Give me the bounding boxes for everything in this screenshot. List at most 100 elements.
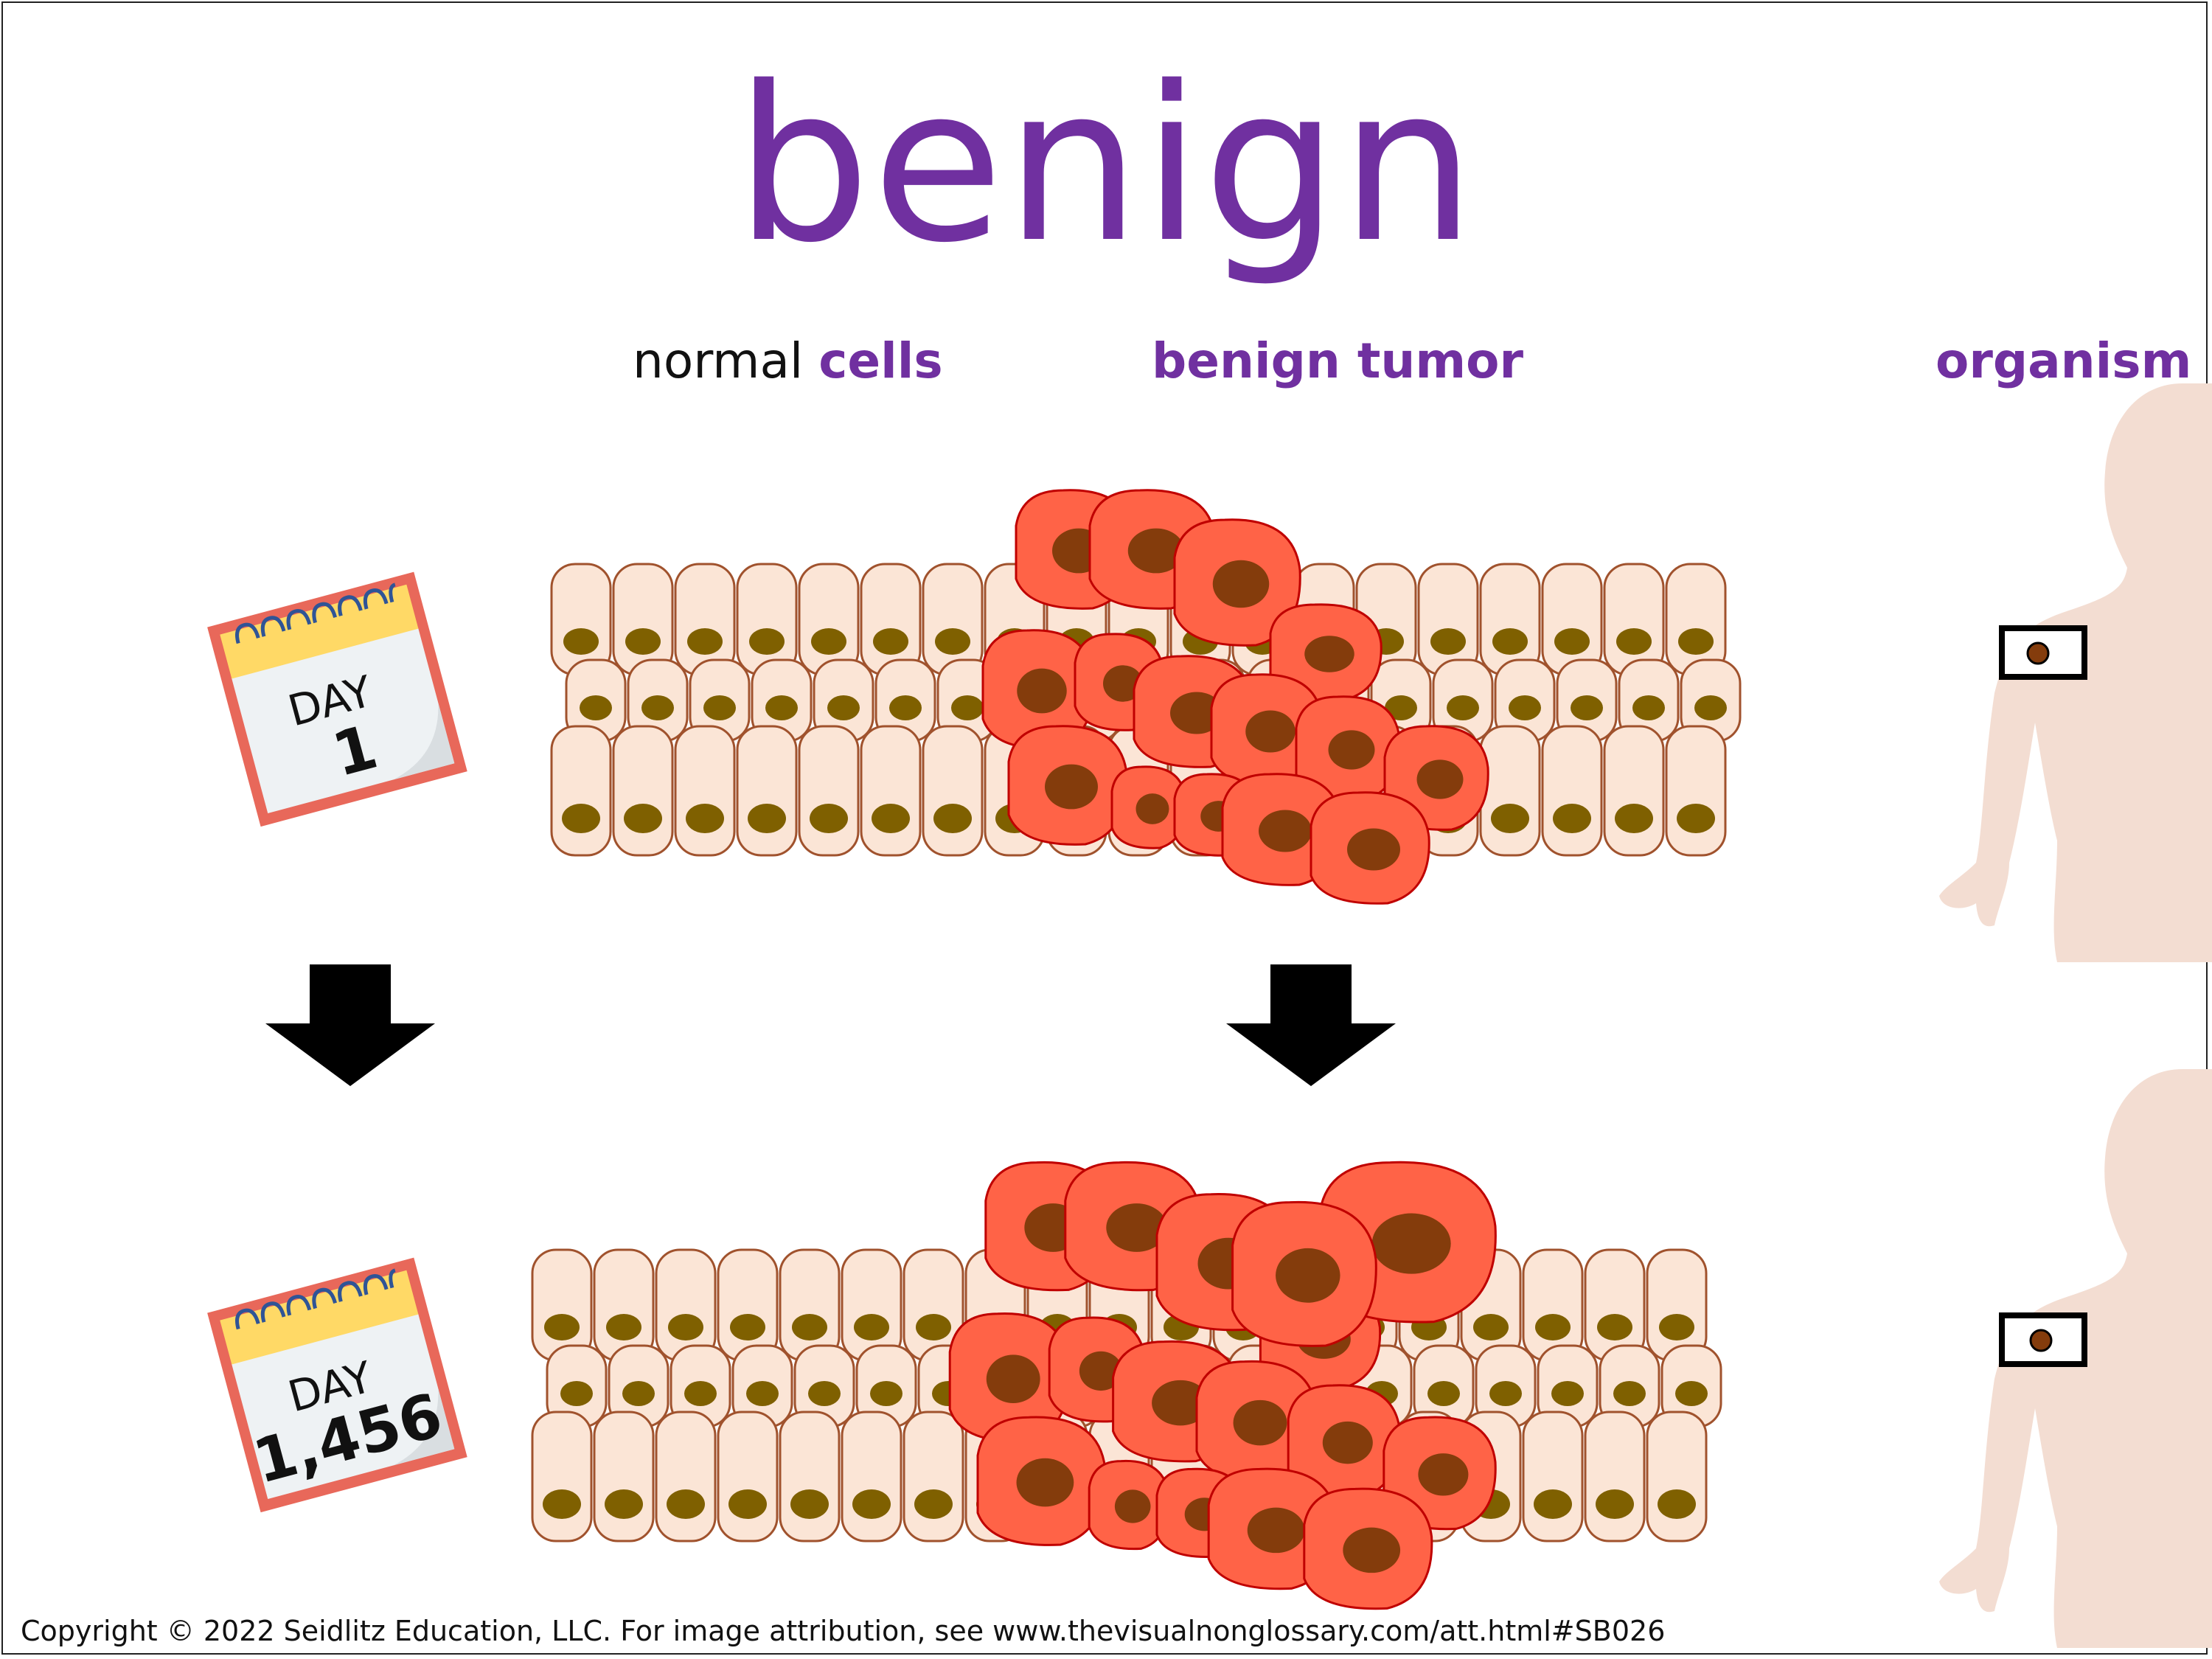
normal-cell [1479, 725, 1541, 857]
normal-cell-nucleus [1473, 1314, 1509, 1340]
normal-cell [593, 1411, 655, 1543]
normal-cell-nucleus [746, 1381, 779, 1406]
normal-cell-nucleus [916, 1314, 951, 1340]
normal-cell-nucleus [1385, 695, 1417, 720]
normal-cell [779, 1411, 841, 1543]
normal-cell [1522, 1248, 1584, 1362]
normal-cell-nucleus [1534, 1489, 1572, 1519]
normal-cell-nucleus [730, 1314, 765, 1340]
normal-cell-nucleus [1492, 628, 1528, 655]
normal-cell-nucleus [668, 1314, 703, 1340]
normal-cell-nucleus [914, 1489, 953, 1519]
tumor-cell-nucleus [1418, 1453, 1469, 1496]
normal-cell-nucleus [563, 628, 599, 655]
normal-cell-nucleus [1489, 1381, 1522, 1406]
normal-cell-nucleus [1632, 695, 1665, 720]
down-arrow-left [265, 964, 435, 1086]
normal-cell [1541, 563, 1603, 676]
normal-cell-nucleus [873, 628, 908, 655]
tumor-cell-nucleus [1079, 1351, 1123, 1391]
normal-cell-nucleus [808, 1381, 841, 1406]
organism-marker-bottom [1999, 1312, 2087, 1367]
normal-cell-nucleus [1658, 1489, 1696, 1519]
normal-cell [655, 1411, 717, 1543]
cells-word: cells [818, 333, 943, 389]
normal-cell [550, 563, 612, 676]
tumor-cell-nucleus [1233, 1399, 1287, 1446]
normal-word: normal [633, 333, 804, 389]
normal-cell-nucleus [748, 804, 786, 833]
normal-cell [674, 563, 736, 676]
normal-cell [531, 1411, 593, 1543]
normal-cell-nucleus [827, 695, 860, 720]
normal-cell [860, 563, 922, 676]
tumor-cell-nucleus [1371, 1213, 1451, 1274]
normal-cell [1646, 1248, 1708, 1362]
normal-cell [550, 725, 612, 857]
normal-cell [798, 563, 860, 676]
tumor-cell-nucleus [1017, 668, 1067, 714]
normal-cell-nucleus [889, 695, 922, 720]
normal-cell [612, 725, 674, 857]
copyright-footer: Copyright © 2022 Seidlitz Education, LLC… [21, 1615, 1666, 1647]
normal-cell-nucleus [562, 804, 600, 833]
normal-cell-nucleus [543, 1489, 581, 1519]
page-title: benign [734, 41, 1478, 290]
normal-cell [717, 1248, 779, 1362]
tumor-cell-nucleus [1106, 1203, 1167, 1252]
tumor-cell-nucleus [1259, 810, 1312, 852]
normal-cell-nucleus [605, 1489, 643, 1519]
normal-cell [1584, 1248, 1646, 1362]
normal-cell-nucleus [1535, 1314, 1571, 1340]
normal-cell-nucleus [1694, 695, 1727, 720]
normal-cell [1417, 563, 1479, 676]
benign-tumor-label: benign tumor [1152, 333, 1524, 389]
tumor-cell-nucleus [1343, 1527, 1401, 1573]
normal-cell-nucleus [765, 695, 798, 720]
normal-cell-nucleus [1597, 1314, 1632, 1340]
normal-cell [736, 563, 798, 676]
normal-cell [1522, 1411, 1584, 1543]
normal-cell-nucleus [684, 1381, 717, 1406]
organism-label: organism [1935, 333, 2192, 389]
normal-cell-nucleus [1553, 804, 1591, 833]
normal-cell [860, 725, 922, 857]
normal-cell-nucleus [872, 804, 910, 833]
normal-cell-nucleus [1596, 1489, 1634, 1519]
normal-cell-nucleus [1659, 1314, 1694, 1340]
normal-cell-nucleus [606, 1314, 641, 1340]
normal-cell [736, 725, 798, 857]
normal-cell-nucleus [580, 695, 612, 720]
tumor-cell-nucleus [1114, 1489, 1151, 1523]
normal-cell [922, 725, 984, 857]
tumor-cell-nucleus [1135, 793, 1169, 824]
calendar-icon-day-1456: DAY 1,456 [207, 1258, 467, 1513]
normal-cell-nucleus [1616, 628, 1652, 655]
tumor-cell-nucleus [1347, 828, 1400, 871]
normal-cell-nucleus [641, 695, 674, 720]
normal-cell-nucleus [810, 804, 848, 833]
normal-cell-nucleus [728, 1489, 767, 1519]
normal-cell [922, 563, 984, 676]
normal-cell-nucleus [1509, 695, 1541, 720]
tumor-cell-nucleus [1016, 1458, 1074, 1507]
normal-cell-nucleus [544, 1314, 580, 1340]
tumor-cell-nucleus [1322, 1421, 1373, 1464]
normal-cell [674, 725, 736, 857]
normal-cell-nucleus [854, 1314, 889, 1340]
normal-cell-nucleus [703, 695, 736, 720]
normal-cell-nucleus [1675, 1381, 1708, 1406]
normal-cell-nucleus [622, 1381, 655, 1406]
tumor-cell-nucleus [1247, 1507, 1305, 1554]
normal-cell-nucleus [1427, 1381, 1460, 1406]
down-arrow-center [1226, 964, 1396, 1086]
tissue-day-1 [550, 489, 1742, 905]
normal-cell [841, 1248, 902, 1362]
normal-cell [717, 1411, 779, 1543]
tumor-cell-nucleus [1328, 730, 1375, 770]
normal-cell-nucleus [935, 628, 970, 655]
tumor-cell-nucleus [1045, 764, 1098, 810]
normal-cell [1665, 725, 1727, 857]
normal-cell-nucleus [1447, 695, 1479, 720]
